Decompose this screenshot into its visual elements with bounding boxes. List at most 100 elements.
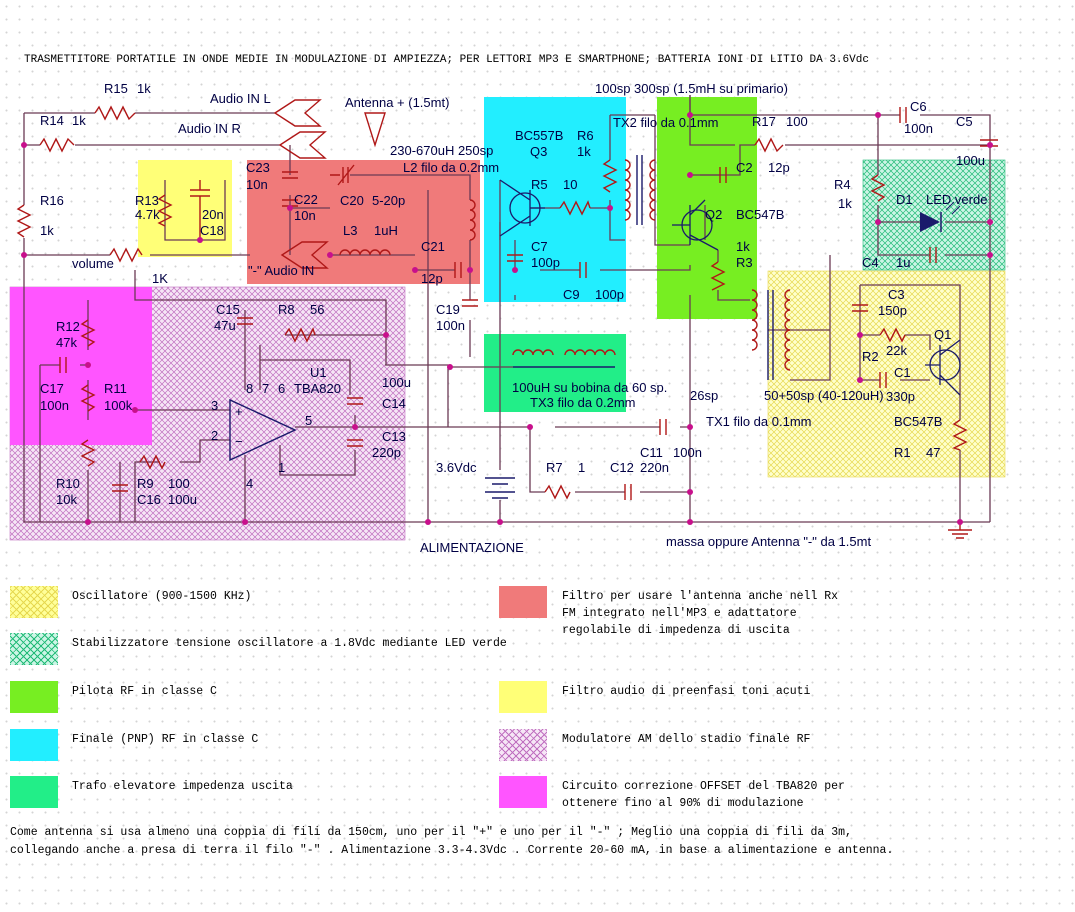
svg-text:1: 1 bbox=[278, 460, 285, 475]
capacitor-c18 bbox=[190, 180, 210, 240]
capacitor-c4 bbox=[929, 247, 937, 263]
capacitor-c16 bbox=[112, 484, 128, 492]
svg-text:C17: C17 bbox=[40, 381, 64, 396]
svg-text:1k: 1k bbox=[577, 144, 591, 159]
capacitor-c15 bbox=[237, 317, 253, 325]
transformer-tx2-secondary bbox=[649, 159, 656, 221]
svg-text:1k: 1k bbox=[72, 113, 86, 128]
svg-text:R9: R9 bbox=[137, 476, 154, 491]
svg-text:10n: 10n bbox=[246, 177, 268, 192]
label-antenna-plus: Antenna + (1.5mt) bbox=[345, 95, 449, 110]
connector-audio-l bbox=[273, 99, 322, 127]
resistor-r13 bbox=[157, 194, 173, 227]
legend-label-final: Finale (PNP) RF in classe C bbox=[72, 733, 259, 746]
capacitor-c3 bbox=[852, 304, 868, 312]
label-l2-value: 230-670uH 250sp bbox=[390, 143, 493, 158]
legend-swatch-stabilizer bbox=[10, 633, 58, 665]
schematic-labels: Audio IN L Audio IN R Antenna + (1.5mt) … bbox=[40, 81, 987, 555]
resistor-r1 bbox=[952, 419, 968, 451]
wires bbox=[23, 95, 991, 523]
label-l2: L2 filo da 0.2mm bbox=[403, 160, 499, 175]
svg-text:100n: 100n bbox=[673, 445, 702, 460]
resistor-r6 bbox=[602, 159, 618, 193]
svg-text:BC547B: BC547B bbox=[894, 414, 942, 429]
svg-text:C21: C21 bbox=[421, 239, 445, 254]
svg-text:4: 4 bbox=[246, 476, 253, 491]
svg-text:C15: C15 bbox=[216, 302, 240, 317]
capacitor-c23 bbox=[282, 171, 298, 179]
svg-text:2: 2 bbox=[211, 428, 218, 443]
svg-text:R15: R15 bbox=[104, 81, 128, 96]
label-led: LED verde bbox=[926, 192, 987, 207]
capacitors bbox=[59, 107, 998, 500]
label-massa: massa oppure Antenna "-" da 1.5mt bbox=[666, 534, 871, 549]
svg-text:56: 56 bbox=[310, 302, 324, 317]
footer-note: Come antenna si usa almeno una coppia di… bbox=[10, 826, 894, 857]
svg-text:100k: 100k bbox=[104, 398, 133, 413]
capacitor-c11 bbox=[659, 419, 667, 435]
svg-text:220p: 220p bbox=[372, 445, 401, 460]
capacitor-c9 bbox=[579, 262, 587, 278]
svg-text:C19: C19 bbox=[436, 302, 460, 317]
svg-text:R2: R2 bbox=[862, 349, 879, 364]
capacitor-c1 bbox=[879, 372, 887, 388]
capacitor-c20 bbox=[330, 164, 355, 186]
capacitor-c19 bbox=[462, 299, 478, 307]
svg-text:−: − bbox=[235, 434, 243, 449]
resistors bbox=[16, 105, 968, 500]
legend-label-driver: Pilota RF in classe C bbox=[72, 685, 217, 698]
svg-text:R12: R12 bbox=[56, 319, 80, 334]
label-26sp: 26sp bbox=[690, 388, 718, 403]
inductors bbox=[339, 155, 791, 380]
svg-text:R13: R13 bbox=[135, 193, 159, 208]
svg-text:10k: 10k bbox=[56, 492, 77, 507]
svg-text:1u: 1u bbox=[896, 255, 910, 270]
svg-text:5: 5 bbox=[305, 413, 312, 428]
svg-text:R17: R17 bbox=[752, 114, 776, 129]
legend-label-offset: Circuito correzione OFFSET del TBA820 pe… bbox=[562, 780, 845, 810]
capacitor-c17 bbox=[59, 357, 67, 373]
resistor-r3 bbox=[710, 261, 726, 291]
svg-text:47k: 47k bbox=[56, 335, 77, 350]
svg-text:C20: C20 bbox=[340, 193, 364, 208]
transistor-q3 bbox=[499, 179, 545, 237]
resistor-r17 bbox=[754, 137, 784, 153]
svg-text:1k: 1k bbox=[736, 239, 750, 254]
connector-audio-minus bbox=[280, 241, 329, 269]
svg-text:C1: C1 bbox=[894, 365, 911, 380]
capacitor-c6 bbox=[899, 107, 907, 123]
svg-text:12p: 12p bbox=[421, 271, 443, 286]
label-tx3b: TX3 filo da 0.2mm bbox=[530, 395, 636, 410]
svg-text:6: 6 bbox=[278, 381, 285, 396]
svg-text:1k: 1k bbox=[137, 81, 151, 96]
label-tx3a: 100uH su bobina da 60 sp. bbox=[512, 380, 667, 395]
inductor-l3 bbox=[339, 249, 391, 256]
svg-text:5-20p: 5-20p bbox=[372, 193, 405, 208]
svg-text:R4: R4 bbox=[834, 177, 851, 192]
svg-text:330p: 330p bbox=[886, 389, 915, 404]
svg-text:Q3: Q3 bbox=[530, 144, 547, 159]
transformer-tx1-secondary bbox=[784, 289, 791, 371]
resistor-r8 bbox=[284, 327, 316, 343]
region-offset bbox=[10, 287, 152, 445]
legend-swatch-modulator bbox=[499, 729, 547, 761]
svg-text:C11: C11 bbox=[640, 445, 663, 460]
legend-label-modulator: Modulatore AM dello stadio finale RF bbox=[562, 733, 811, 746]
region-audio-filter bbox=[138, 160, 232, 257]
svg-text:220n: 220n bbox=[640, 460, 669, 475]
svg-text:C4: C4 bbox=[862, 255, 879, 270]
legend-label-output-trafo: Trafo elevatore impedenza uscita bbox=[72, 780, 293, 793]
svg-text:1K: 1K bbox=[152, 271, 168, 286]
legend-swatch-final bbox=[10, 729, 58, 761]
resistor-r15 bbox=[94, 105, 136, 121]
svg-text:100u: 100u bbox=[382, 375, 411, 390]
svg-text:47: 47 bbox=[926, 445, 940, 460]
region-driver bbox=[657, 97, 757, 319]
svg-text:100p: 100p bbox=[595, 287, 624, 302]
svg-text:L3: L3 bbox=[343, 223, 357, 238]
transformer-tx2-primary bbox=[624, 159, 631, 221]
region-fm-filter bbox=[247, 160, 480, 284]
resistor-r11 bbox=[80, 384, 96, 412]
svg-text:1k: 1k bbox=[838, 196, 852, 211]
svg-text:8: 8 bbox=[246, 381, 253, 396]
